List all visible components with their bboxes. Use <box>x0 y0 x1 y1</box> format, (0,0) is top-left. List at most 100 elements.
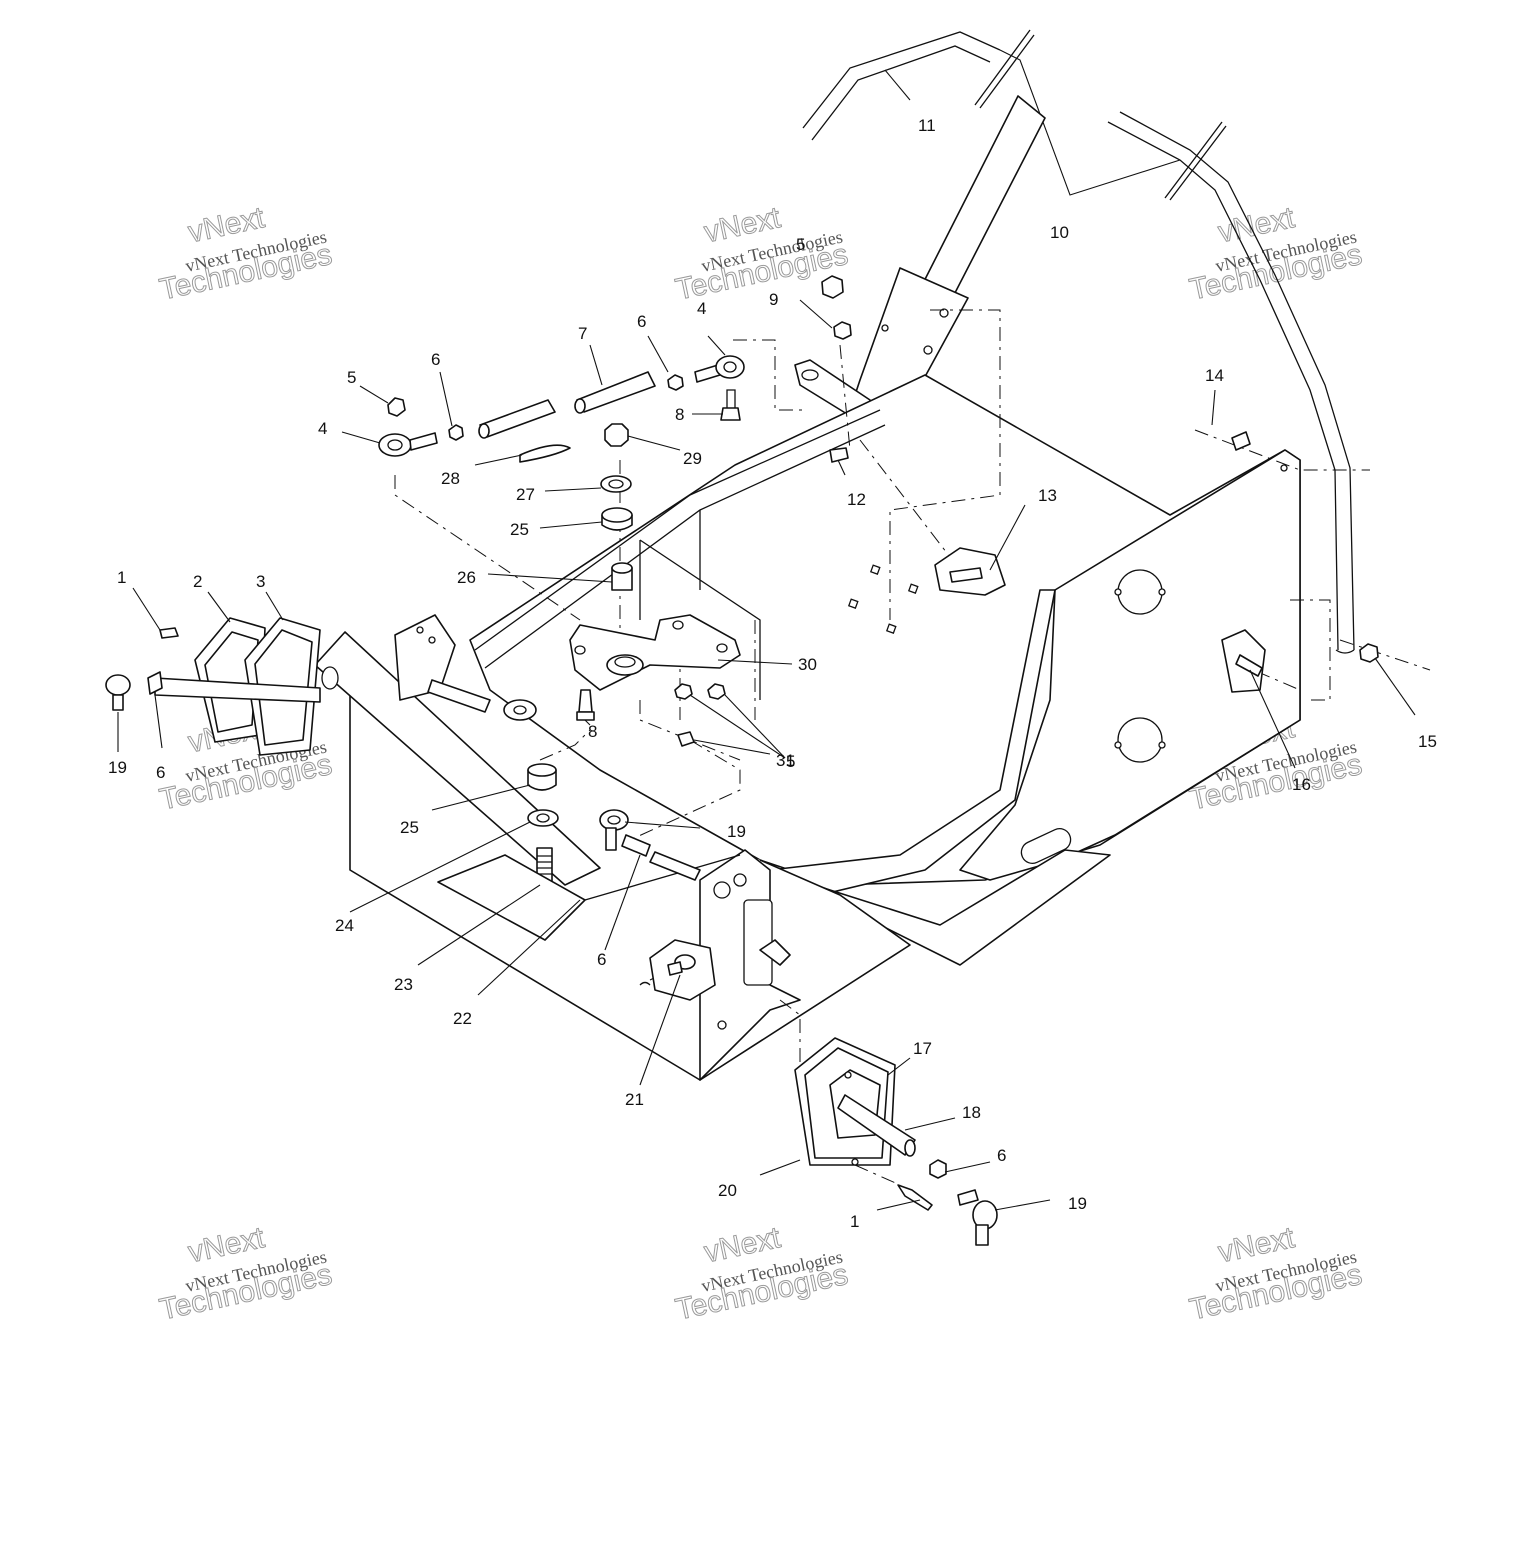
dash-line <box>854 1164 901 1186</box>
tube-end <box>574 398 586 414</box>
dash-line <box>639 700 741 761</box>
grip-cut-left-2 <box>979 34 1035 109</box>
cotter-pin <box>159 627 179 639</box>
hex-nut <box>387 397 406 417</box>
handlebar-right-inner <box>1119 111 1355 651</box>
frame-tube-hole <box>321 666 339 690</box>
right-cotter-pin <box>897 1184 933 1211</box>
right-spindle-assembly <box>794 1037 998 1246</box>
right-jam-nut <box>929 1159 947 1179</box>
washer-hole <box>608 479 624 489</box>
handlebar-right-end <box>1335 649 1355 654</box>
leader-19b <box>624 821 701 829</box>
clip-screw <box>949 567 983 583</box>
rod-end-eye-hole <box>723 361 737 373</box>
side-panel-opening <box>1117 717 1163 763</box>
dash-line <box>733 339 803 411</box>
mount-plate <box>649 939 716 1001</box>
plate-hole <box>672 620 684 630</box>
side-panel-hole <box>1280 464 1288 472</box>
watermark-bottom-right: vNext vNext Technologies Technologies <box>1186 1221 1365 1328</box>
callout-5: 5 <box>786 752 795 771</box>
watermark-top-center: vNext vNext Technologies Technologies <box>672 201 851 308</box>
watermark-top-left: vNext vNext Technologies Technologies <box>156 201 335 308</box>
callout-12: 12 <box>847 490 866 509</box>
leader-lines <box>117 299 1416 1211</box>
hex-nut <box>821 275 844 299</box>
callout-18: 18 <box>962 1103 981 1122</box>
stud-threads <box>537 855 552 875</box>
watermark-bottom-center: vNext vNext Technologies Technologies <box>672 1221 851 1328</box>
leader-6d <box>604 854 641 951</box>
plate-hole <box>716 643 728 653</box>
leader-20 <box>759 1159 801 1176</box>
callout-13: 13 <box>1038 486 1057 505</box>
leader-2 <box>207 591 231 623</box>
leader-6c <box>154 694 163 749</box>
ball-joint-stud <box>112 694 124 711</box>
leader-22 <box>477 899 581 996</box>
frame-assembly <box>314 374 1301 1081</box>
eye-bolt-hole <box>607 815 621 825</box>
leader-31 <box>693 739 771 755</box>
castle-nut <box>604 423 629 447</box>
dash-line <box>1290 599 1331 701</box>
callout-labels: 1 1 2 3 4 4 5 5 5 6 6 6 6 6 7 8 8 9 10 1… <box>108 116 1437 1231</box>
callout-8: 8 <box>588 722 597 741</box>
hex-nut <box>707 683 726 700</box>
leader-10 <box>999 49 1181 196</box>
callout-11: 11 <box>918 116 936 135</box>
tie-rod-tube-a <box>479 399 556 438</box>
pedestal-box <box>639 510 761 700</box>
misc-parts <box>599 275 1379 1001</box>
callout-19: 19 <box>1068 1194 1087 1213</box>
callout-8: 8 <box>675 405 684 424</box>
leader-21 <box>639 974 681 1086</box>
axle-beam <box>584 854 741 901</box>
callout-10: 10 <box>1050 223 1069 242</box>
left-spindle-assembly <box>105 617 321 756</box>
leader-16 <box>1249 669 1296 769</box>
leader-23 <box>417 884 541 966</box>
bolt-shank <box>578 689 593 713</box>
washer-nut <box>833 321 852 340</box>
dash-line <box>679 620 756 720</box>
footrest-rail <box>769 589 1056 896</box>
lower-washer-hole <box>536 813 550 823</box>
leader-15 <box>1374 657 1416 716</box>
right-spindle-shaft <box>837 1094 916 1156</box>
callout-26: 26 <box>457 568 476 587</box>
bracket-hole <box>923 345 933 355</box>
callout-7: 7 <box>578 324 587 343</box>
plate-boss-hole <box>614 656 636 668</box>
bushing-top <box>601 507 633 523</box>
side-clip-screw <box>1235 654 1263 677</box>
grip-cut-left-1 <box>974 29 1031 106</box>
left-ball-joint <box>105 674 131 696</box>
leader-4a <box>341 431 381 444</box>
leader-8b <box>584 719 591 726</box>
small-clip <box>639 981 651 986</box>
callout-6: 6 <box>156 763 165 782</box>
callout-28: 28 <box>441 469 460 488</box>
dash-line <box>1194 429 1370 471</box>
side-panel-hole <box>1158 588 1166 596</box>
left-shaft-nut <box>147 671 163 695</box>
callout-4: 4 <box>318 419 327 438</box>
tube-end <box>478 423 490 439</box>
leader-6b <box>647 335 669 373</box>
dash-line <box>1339 639 1431 671</box>
leader-11 <box>884 69 911 101</box>
leader-28 <box>474 454 523 466</box>
tie-rod-short <box>649 851 701 881</box>
mount-bolt-shank <box>667 961 683 976</box>
dash-line <box>779 999 801 1090</box>
callout-4: 4 <box>697 299 706 318</box>
leader-3 <box>265 591 284 621</box>
rod-end-eye-hole <box>387 439 403 451</box>
leader-13 <box>989 504 1026 571</box>
leader-17 <box>887 1057 911 1076</box>
handlebar-left-inner <box>811 45 991 141</box>
upper-tie-rod <box>378 355 745 463</box>
steering-arm-hole <box>801 369 819 381</box>
